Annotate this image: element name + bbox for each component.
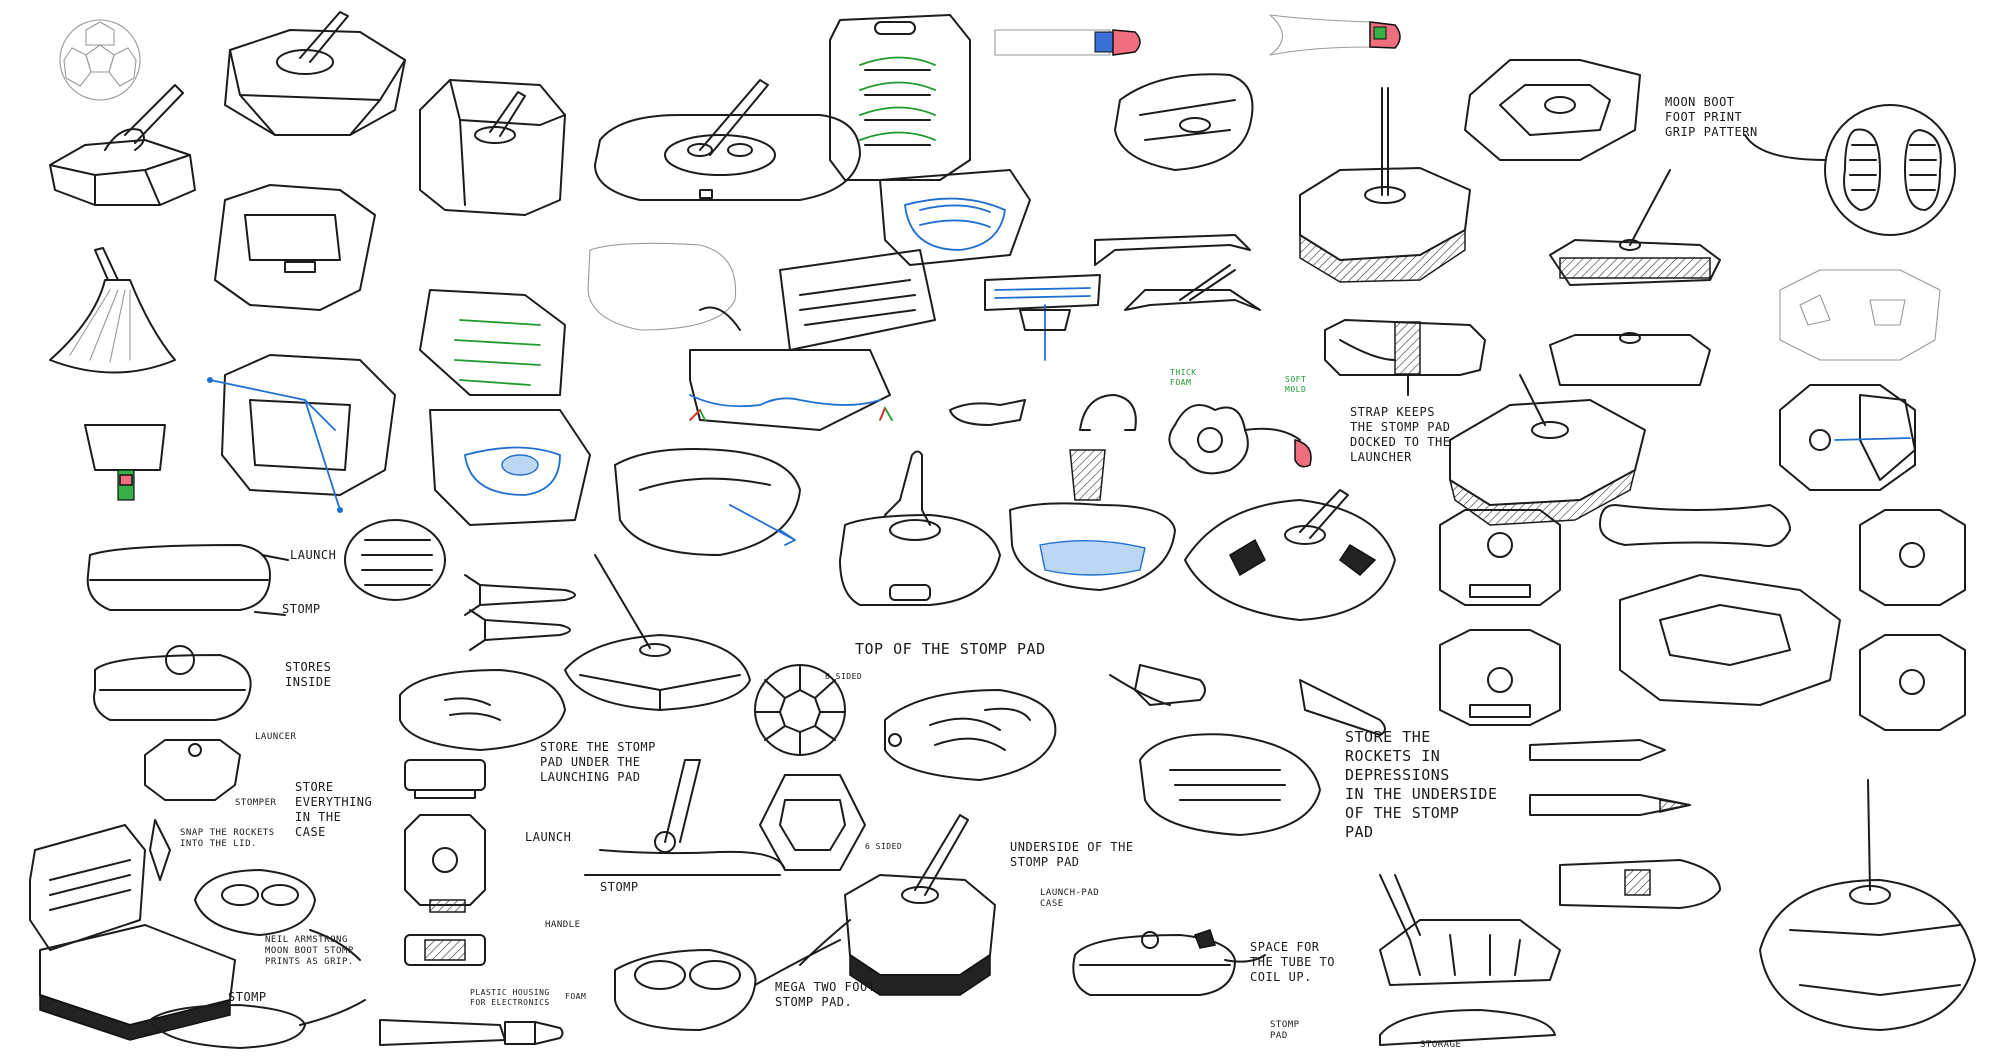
note-stomp: Stomp (282, 602, 321, 616)
clip-bracket-blue-sketch (984, 274, 1101, 361)
stomp-pad-storage-sketch (1379, 874, 1561, 1046)
open-case-green-rockets-sketch (419, 289, 591, 526)
note-launch-pad-case: Launch-pad case (1040, 888, 1100, 909)
moon-boot-stomp-pad-sketch (194, 869, 316, 936)
note-storage: Storage (1420, 1040, 1462, 1050)
open-case-blue-insert-sketch (879, 169, 1031, 266)
launch-pad-case-sketch (799, 814, 996, 996)
rounded-case-sketch (587, 242, 737, 331)
blue-hatched-insert-sketch (1009, 449, 1176, 591)
rocket-stick-right-1 (1529, 739, 1666, 761)
eight-sided-pad-sketch (754, 664, 846, 756)
note-moon-boot: Moon boot foot print grip pattern (1665, 95, 1758, 139)
note-launch-side: Launch (525, 830, 572, 844)
note-neil-armstrong: Neil Armstrong Moon Boot Stomp Prints as… (265, 935, 354, 967)
hex-rotated-view-sketch (1779, 384, 1916, 491)
open-case-hose-sketch (689, 249, 936, 431)
clip-piece-sketch (949, 394, 1137, 431)
hex-case-sketch (419, 79, 566, 216)
note-strap-keeps: Strap keeps the stomp pad docked to the … (1350, 405, 1451, 464)
stomp-pad-hose-sketch (149, 999, 366, 1049)
hex-launcher-stomper-sketch (144, 739, 241, 801)
note-underside-stomp-pad: Underside of the stomp pad (1010, 840, 1134, 869)
bracket-shape-sketch-1 (1094, 234, 1251, 266)
hex-stomp-launcher-sketch (1184, 489, 1396, 621)
slider-tray-sketch (1559, 859, 1721, 909)
tall-stick-launcher-sketch (1299, 87, 1471, 283)
note-store-everything: Store everything in the case (295, 780, 373, 839)
strap-docked-launcher-sketch (1324, 319, 1486, 396)
note-store-stomp-pad: Store the stomp pad under the launching … (540, 740, 656, 784)
note-stomp-side: Stomp (600, 880, 639, 894)
hex-base-sketch (224, 11, 406, 136)
hex-cage-sketch (1779, 269, 1941, 361)
mega-two-foot-stomp-pad-sketch (614, 939, 841, 1031)
hex-block-iso-sketch (1619, 574, 1841, 706)
tray-green-accent-sketch (84, 424, 166, 501)
battery-stick-sketch-1 (994, 29, 1141, 56)
cone-launcher-sketch (49, 247, 176, 374)
hex-block-front-sketch-2 (1859, 509, 1966, 606)
dome-launcher-right-sketch (1759, 779, 1976, 1031)
note-space-tube: Space for the tube to coil up. (1250, 940, 1335, 984)
capsule-case-ball-sketch (93, 645, 252, 721)
hex-open-box-sketch (214, 184, 376, 311)
rocket-on-launcher-sketch (839, 450, 1001, 606)
rocket-storage-lid-sketch (829, 14, 971, 181)
tray-launcher-stick-sketch (1549, 169, 1721, 286)
tri-lobe-stomp-pad-sketch (1168, 404, 1312, 475)
battery-stick-sketch-2 (1269, 14, 1401, 56)
hex-block-front-sketch-4 (1859, 634, 1966, 731)
note-thick-foam: thick foam (1170, 368, 1197, 387)
rocket-sketch-1 (464, 574, 576, 616)
note-soft-mold: soft mold (1285, 375, 1307, 394)
hex-tray-top-right-sketch (1464, 59, 1641, 161)
note-eight-sided: 8 sided (825, 672, 863, 681)
annotation-arrows (254, 339, 1396, 963)
bone-handle-sketch (1599, 504, 1791, 547)
rocket-stick-right-2 (1529, 794, 1691, 816)
block-case-center-sketch (404, 814, 486, 913)
note-top-of-stomp-pad: Top of the stomp pad (855, 640, 1046, 658)
bracket-launcher-sketch (1124, 264, 1261, 311)
launch-pad-oval-sketch (594, 79, 861, 201)
launch-stick-side-view-sketch (584, 759, 786, 876)
rocket-sketch-2 (469, 609, 571, 651)
note-six-sided: 6 sided (865, 842, 903, 851)
block-handle-sketch-2 (404, 934, 486, 966)
hex-box-blue-axis-sketch (207, 354, 396, 513)
note-plastic-housing: Plastic housing for electronics (470, 988, 550, 1007)
note-stomper: Stomper (235, 798, 277, 808)
plastic-housing-stick-sketch (379, 1019, 564, 1046)
dish-tray-sketch (614, 448, 801, 556)
note-launcer: Launcer (255, 732, 297, 742)
note-store-rockets: Store the rockets in depressions in the … (1345, 728, 1498, 841)
top-of-stomp-pad-sketch (884, 689, 1057, 781)
flat-launcher-right-sketch (1549, 332, 1711, 386)
hex-block-front-sketch-1 (1439, 509, 1561, 606)
rocket-rack-oval-sketch (344, 519, 446, 601)
note-mega-two-foot: Mega two foot stomp pad. (775, 980, 876, 1009)
case-with-rockets-lid-sketch (29, 819, 236, 1041)
six-sided-pad-sketch (759, 774, 866, 871)
launch-stomp-case-sketch (86, 544, 271, 611)
soccer-ball-pattern-sketch (59, 19, 141, 101)
note-handle: Handle (545, 920, 581, 930)
note-foam: Foam (565, 992, 587, 1001)
note-snap-rockets: Snap the rockets into the lid. (180, 828, 275, 849)
note-stores-inside: Stores inside (285, 660, 332, 689)
note-stomp-bottom: Stomp (228, 990, 267, 1004)
hex-launcher-pad-sketch (1448, 374, 1646, 526)
moon-boot-grip-pattern-sketch (1744, 104, 1956, 236)
hex-block-front-sketch-3 (1439, 629, 1561, 726)
oval-tray-rails-sketch (1114, 73, 1254, 171)
stomp-under-launch-pad-sketch (399, 554, 751, 751)
block-handle-sketch-1 (404, 759, 486, 799)
tube-coil-space-case-sketch (1072, 929, 1236, 996)
note-launch: Launch (290, 548, 337, 562)
note-stomp-pad: Stomp pad (1270, 1020, 1300, 1041)
hex-turret-sketch (49, 84, 196, 206)
